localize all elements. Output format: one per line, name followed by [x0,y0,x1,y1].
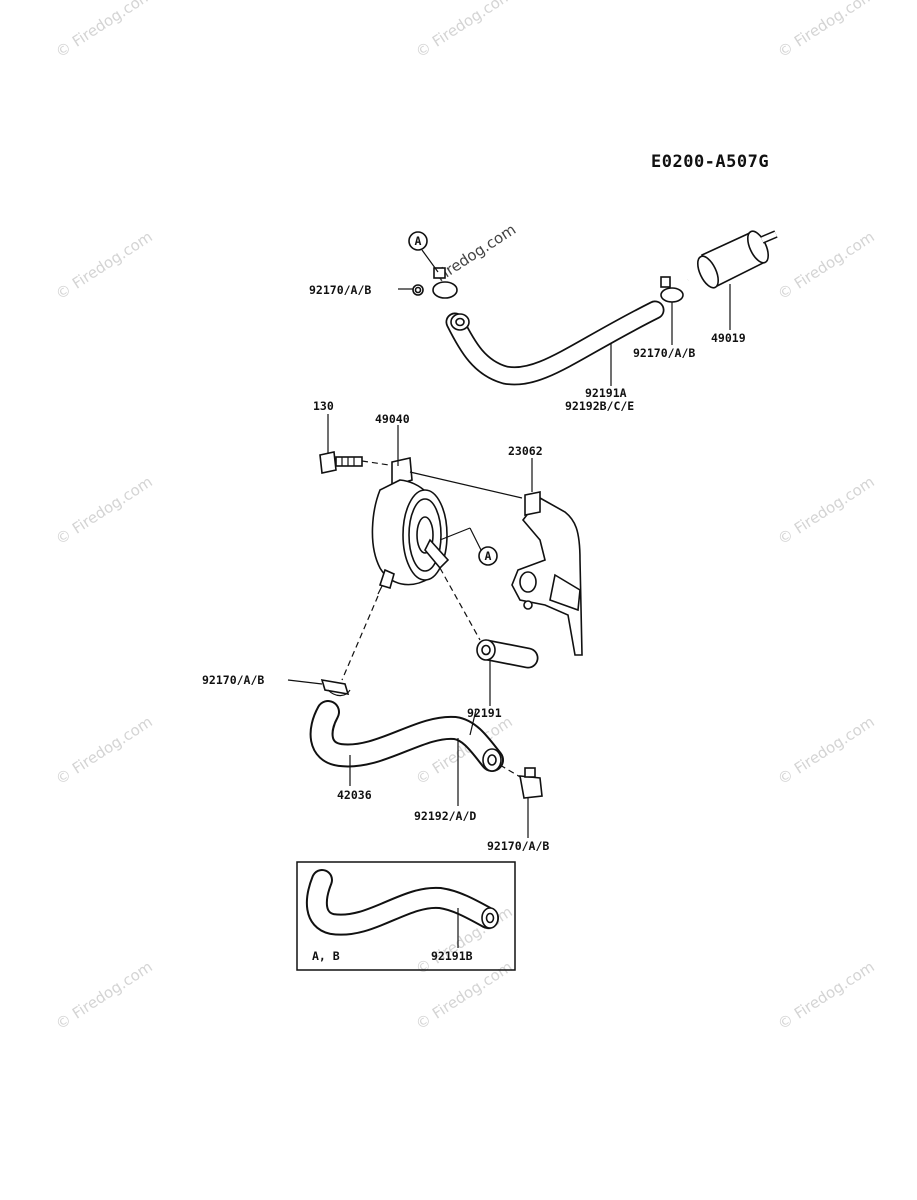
label-hose-top-1: 92191A [585,386,627,400]
callout-a: A [408,231,439,273]
watermark: © Firedog.com [52,712,155,788]
label-hose-main: 42036 [337,788,372,802]
watermark: © Firedog.com [52,957,155,1033]
watermark: © Firedog.com [774,957,877,1033]
svg-text:A: A [485,549,492,563]
watermark: © Firedog.com [52,472,155,548]
label-filter: 49019 [711,331,746,345]
callout-a: A [439,527,498,566]
watermark: © Firedog.com [412,0,515,61]
label-bracket: 23062 [508,444,543,458]
label-inset-variant: A, B [312,949,340,963]
watermark: © Firedog.com [774,227,877,303]
clamp-icon [412,267,458,299]
label-hose-short: 92191 [467,706,502,720]
watermark: © Firedog.com [774,712,877,788]
inset-box [296,861,516,971]
watermark: © Firedog.com [774,0,877,61]
hose-92191a [445,300,665,386]
watermark: © Firedog.com [52,0,155,61]
fuel-pump-icon [371,457,450,595]
clamp-icon [660,276,684,303]
watermark: © Firedog.com [774,472,877,548]
label-clamp-top-right: 92170/A/B [633,346,695,360]
svg-text:A: A [415,234,422,248]
label-bolt: 130 [313,399,334,413]
label-inset-hose: 92191B [431,949,473,963]
clamp-icon [287,678,351,697]
watermark: © Firedog.com [52,227,155,303]
label-pump: 49040 [375,412,410,426]
fuel-filter-icon [687,230,778,289]
label-clamp-mid-left: 92170/A/B [202,673,264,687]
label-clamp-top-left: 92170/A/B [309,283,371,297]
label-clamp-bottom: 92170/A/B [487,839,549,853]
bracket-icon [511,458,583,656]
diagram-code: E0200-A507G [651,152,770,172]
clamp-icon [499,764,543,838]
hose-92191 [476,639,539,706]
hose-42036 [309,700,504,806]
bolt-icon [319,451,397,474]
label-hose-top-2: 92192B/C/E [565,399,634,413]
label-hose-inner: 92192/A/D [414,809,476,823]
watermark-layer: © Firedog.com © Firedog.com © Firedog.co… [52,0,877,1033]
